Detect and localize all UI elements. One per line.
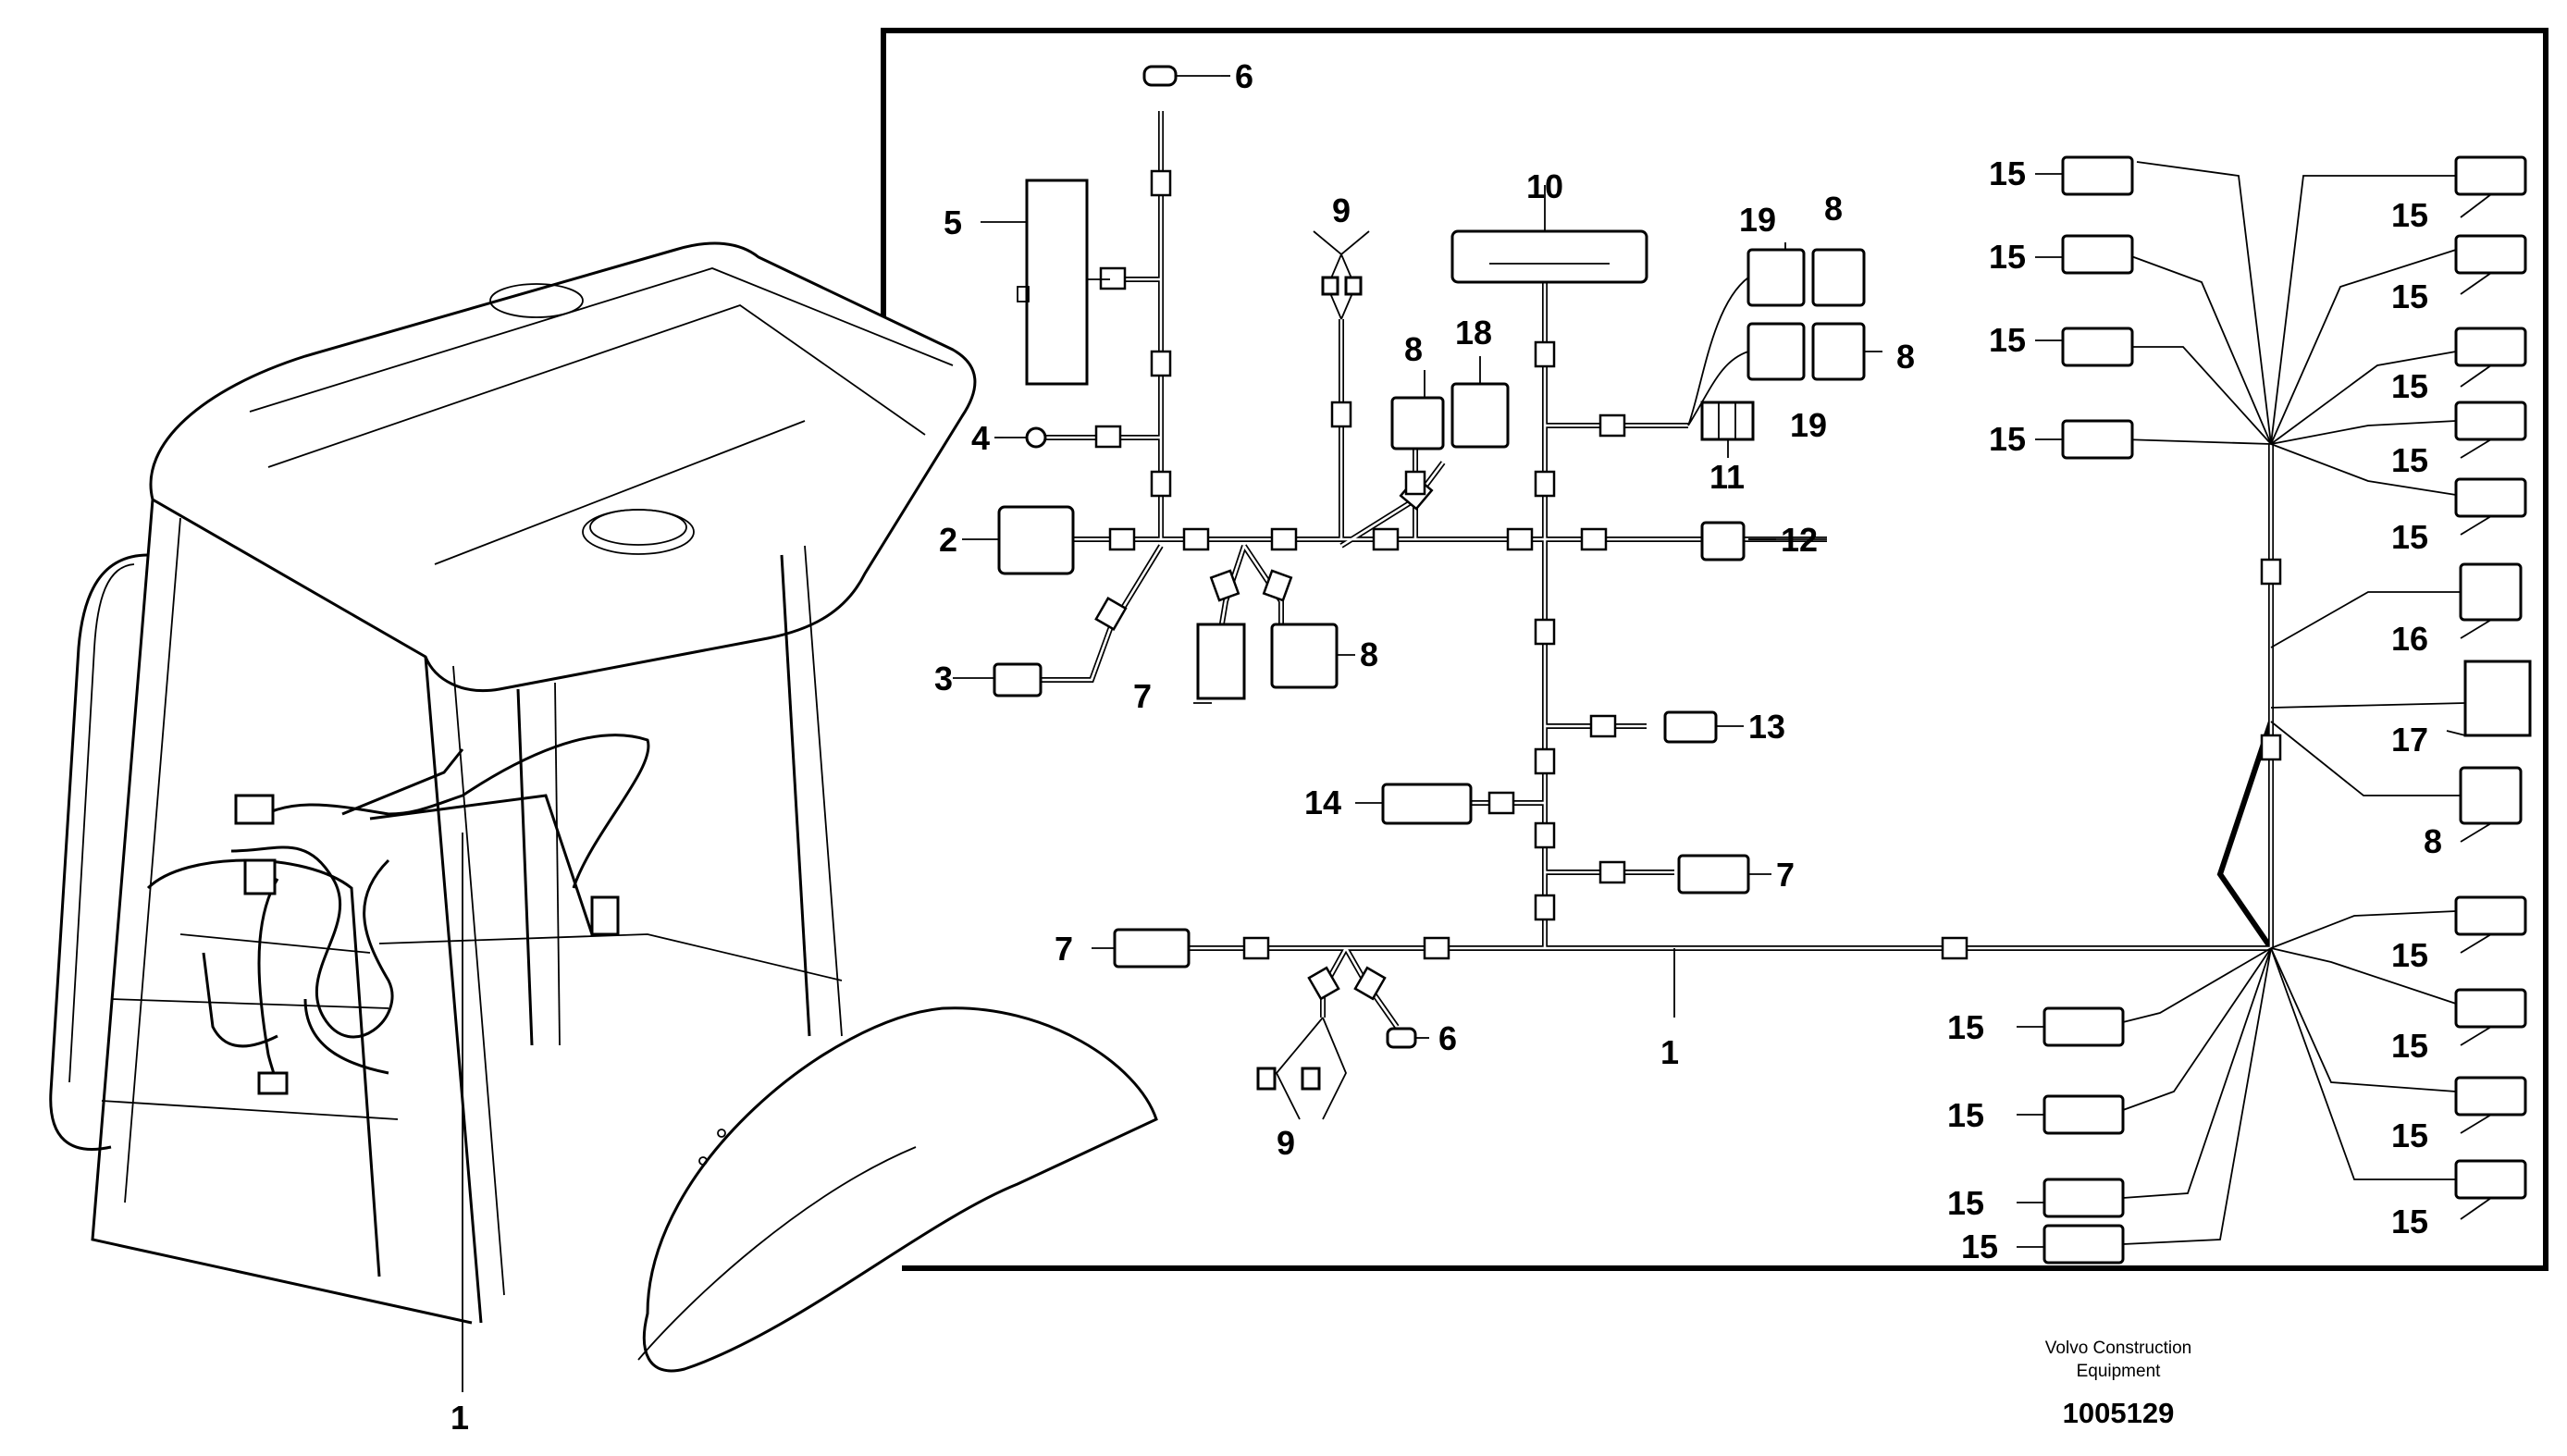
callout-15-ur-5: 15 bbox=[2391, 518, 2428, 556]
callout-19-lower: 19 bbox=[1790, 406, 1827, 444]
callout-16: 16 bbox=[2391, 620, 2428, 658]
callout-15-lr-2: 15 bbox=[2391, 1027, 2428, 1065]
harness-schematic bbox=[953, 65, 2532, 1265]
callout-13: 13 bbox=[1748, 708, 1785, 746]
callout-19-top: 19 bbox=[1739, 201, 1776, 239]
callout-8-mid: 8 bbox=[1404, 330, 1423, 368]
callout-5: 5 bbox=[944, 204, 962, 241]
publisher-line-1: Volvo Construction bbox=[2045, 1339, 2191, 1358]
callout-15-ur-1: 15 bbox=[2391, 196, 2428, 234]
callout-4: 4 bbox=[971, 419, 990, 457]
callout-15-ul-4: 15 bbox=[1989, 420, 2026, 458]
callout-7-left-branch: 7 bbox=[1133, 677, 1152, 715]
cab-illustration bbox=[49, 241, 1158, 1392]
document-number: 1005129 bbox=[2063, 1397, 2175, 1429]
callout-11: 11 bbox=[1709, 458, 1745, 496]
callout-8-right: 8 bbox=[2424, 822, 2442, 860]
callout-9-lower: 9 bbox=[1277, 1124, 1295, 1162]
callout-15-ll-4: 15 bbox=[1961, 1228, 1998, 1265]
callout-15-lr-4: 15 bbox=[2391, 1203, 2428, 1240]
callout-15-ur-3: 15 bbox=[2391, 367, 2428, 405]
callout-15-ul-1: 15 bbox=[1989, 154, 2026, 192]
callout-18: 18 bbox=[1455, 314, 1492, 352]
callout-3: 3 bbox=[934, 660, 953, 697]
callout-8-top-right: 8 bbox=[1824, 190, 1843, 228]
callout-15-lr-1: 15 bbox=[2391, 936, 2428, 974]
callout-14: 14 bbox=[1304, 784, 1341, 821]
callout-1-schematic: 1 bbox=[1660, 1033, 1679, 1071]
callout-7-lower-left: 7 bbox=[1055, 930, 1073, 968]
callout-6-top: 6 bbox=[1235, 57, 1253, 95]
callout-15-lr-3: 15 bbox=[2391, 1117, 2428, 1154]
callout-15-ul-2: 15 bbox=[1989, 238, 2026, 276]
callout-15-ur-4: 15 bbox=[2391, 441, 2428, 479]
callout-8-upper-right: 8 bbox=[1896, 338, 1915, 376]
callout-15-ll-2: 15 bbox=[1947, 1096, 1984, 1134]
callout-labels: 6 5 4 2 3 7 8 9 8 18 10 19 8 8 19 11 12 … bbox=[934, 57, 2442, 1265]
callout-1-cab: 1 bbox=[450, 1399, 469, 1437]
callout-15-ll-1: 15 bbox=[1947, 1008, 1984, 1046]
callout-7-mid-right: 7 bbox=[1776, 856, 1795, 894]
callout-10: 10 bbox=[1526, 167, 1563, 205]
callout-9-top: 9 bbox=[1332, 191, 1351, 229]
publisher-line-2: Equipment bbox=[2077, 1362, 2162, 1381]
callout-17: 17 bbox=[2391, 721, 2428, 759]
callout-15-ll-3: 15 bbox=[1947, 1184, 1984, 1222]
callout-6-lower: 6 bbox=[1438, 1019, 1457, 1057]
callout-15-ul-3: 15 bbox=[1989, 321, 2026, 359]
callout-2: 2 bbox=[939, 521, 957, 559]
callout-15-ur-2: 15 bbox=[2391, 278, 2428, 315]
callout-12: 12 bbox=[1781, 521, 1818, 559]
callout-8-left-branch: 8 bbox=[1360, 635, 1378, 673]
schematic-frame bbox=[881, 28, 2548, 1271]
